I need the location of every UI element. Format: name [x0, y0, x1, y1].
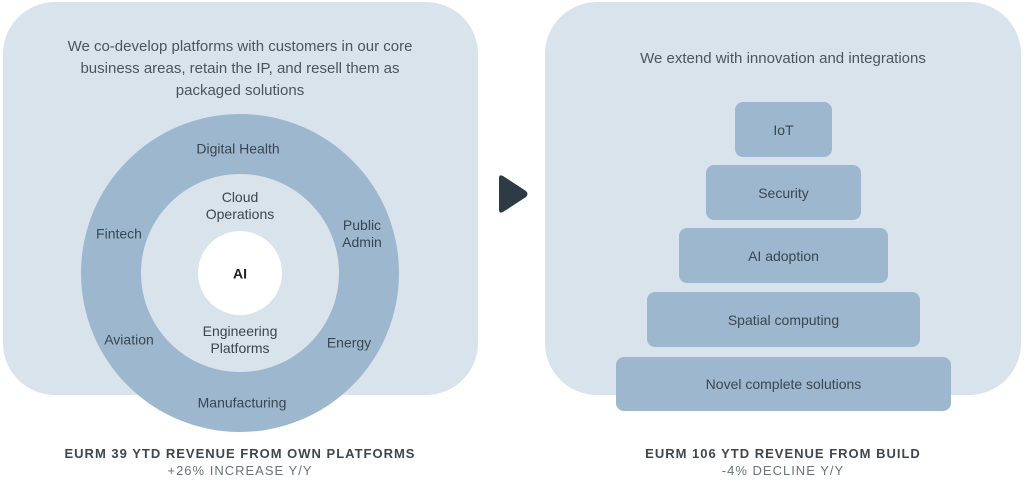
arrow-right-icon [499, 175, 528, 213]
outer-label-public-admin: Public Admin [342, 217, 382, 250]
pyramid-level-security: Security [706, 165, 861, 220]
left-caption: EURM 39 YTD REVENUE FROM OWN PLATFORMS [64, 446, 416, 461]
outer-label-fintech: Fintech [96, 225, 142, 242]
outer-label-manufacturing: Manufacturing [197, 394, 287, 411]
left-intro: We co-develop platforms with customers i… [67, 38, 413, 99]
pyramid-level-iot: IoT [735, 102, 832, 157]
right-intro: We extend with innovation and integratio… [640, 50, 926, 67]
ai-core [198, 231, 282, 315]
inner-label-engineering: Engineering Platforms [202, 323, 278, 356]
left-subcaption: +26% INCREASE Y/Y [167, 463, 313, 478]
outer-label-aviation: Aviation [104, 331, 154, 348]
inner-label-cloud: Cloud Operations [205, 189, 275, 222]
pyramid-level-spatial-computing: Spatial computing [647, 292, 920, 347]
right-caption: EURM 106 YTD REVENUE FROM BUILD [645, 446, 921, 461]
outer-label-energy: Energy [326, 334, 372, 351]
outer-label-digital-health: Digital Health [196, 140, 280, 157]
pyramid-level-novel-solutions: Novel complete solutions [616, 357, 951, 411]
ai-label: AI [233, 265, 247, 282]
right-subcaption: -4% DECLINE Y/Y [721, 463, 845, 478]
pyramid-level-ai-adoption: AI adoption [679, 228, 888, 283]
